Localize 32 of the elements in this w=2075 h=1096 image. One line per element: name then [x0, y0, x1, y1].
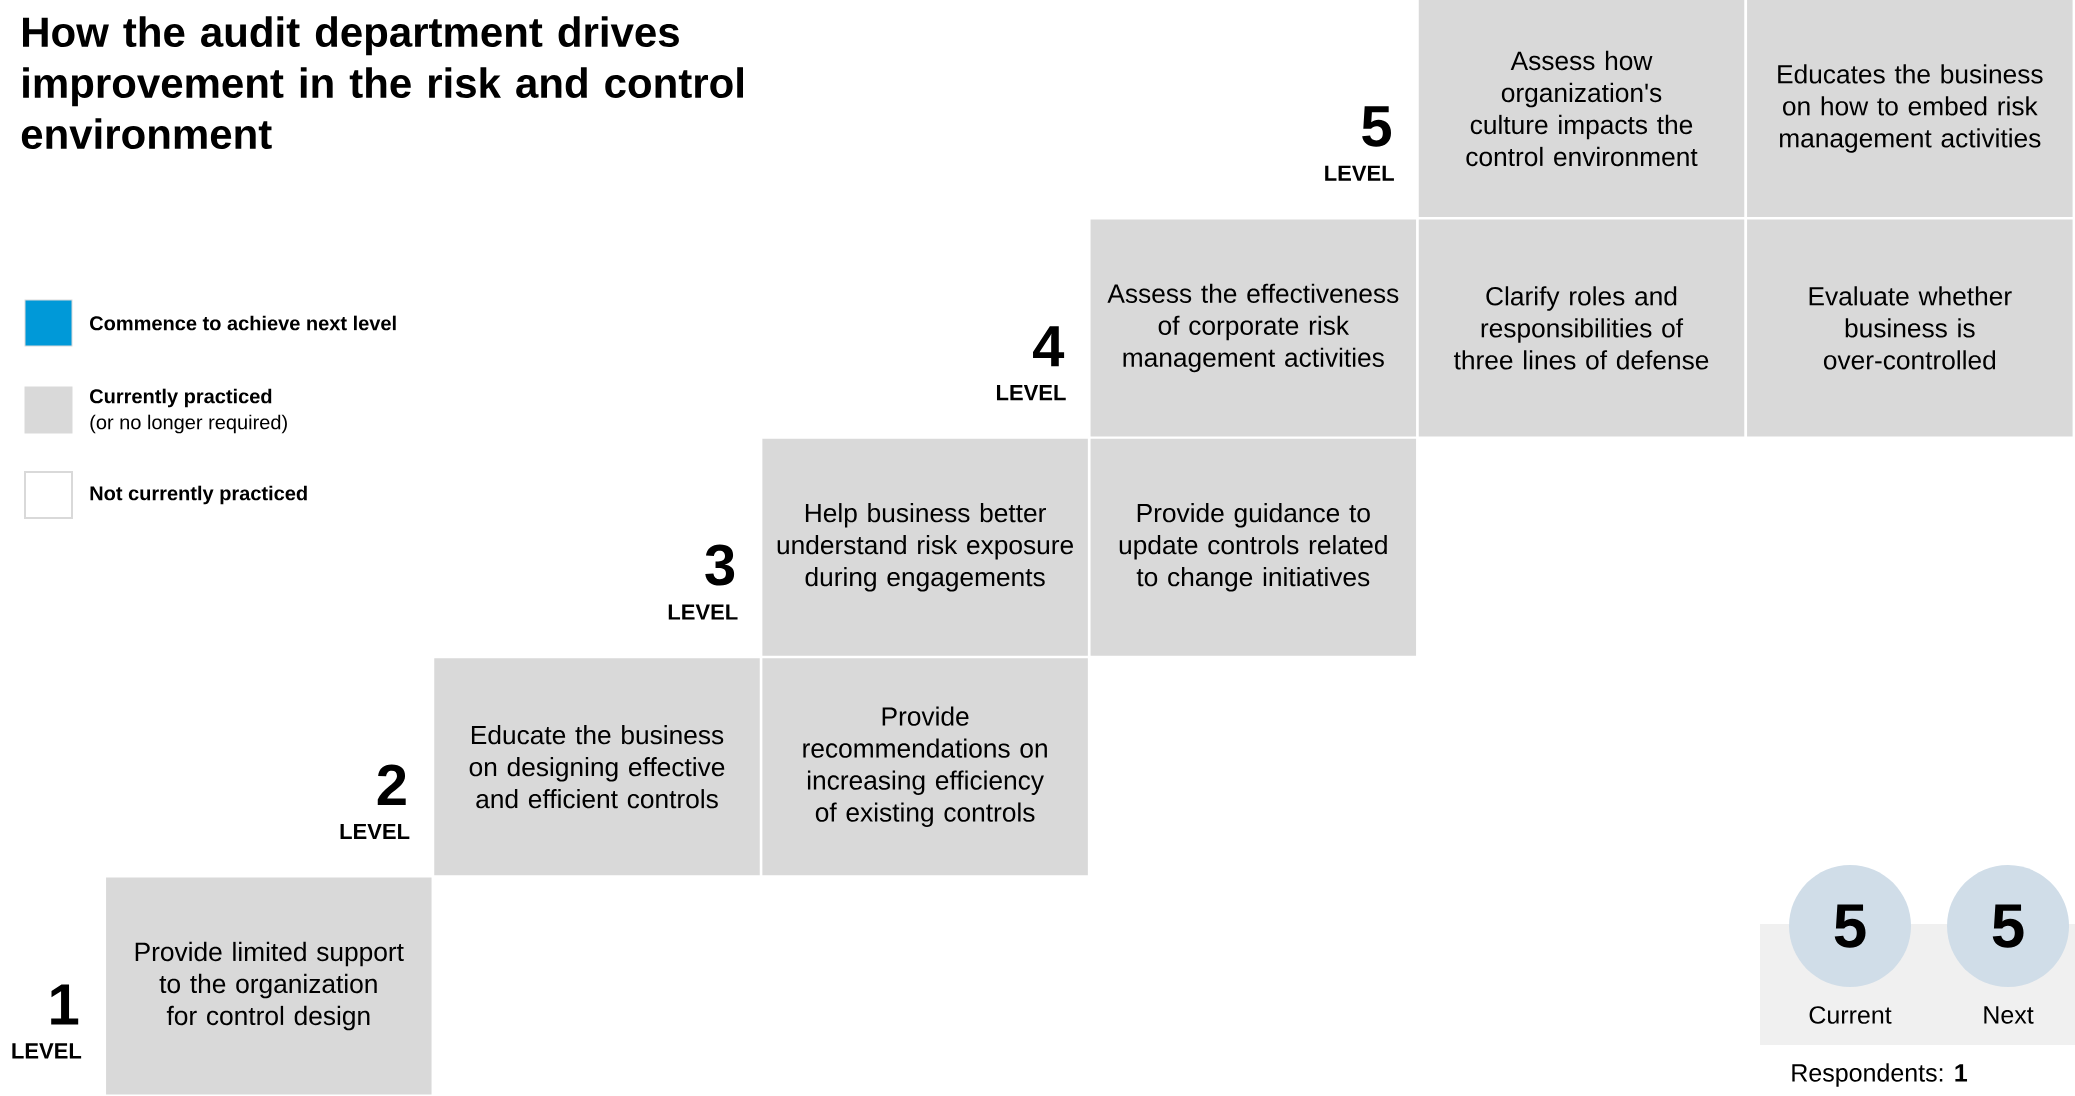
level-label: LEVEL: [1325, 165, 1394, 181]
practice-cell: Educate the business on designing effective and efficient controls: [434, 658, 760, 876]
level-number: 4: [1033, 326, 1065, 367]
practice-cell: Provide limited support to the organization for control design: [106, 877, 432, 1095]
level-number: 2: [377, 764, 406, 805]
practice-cell: Assess the effectiveness of corporate risk management activities: [1090, 219, 1417, 437]
node-label: Provide guidance to update controls related to change initiatives: [1119, 503, 1387, 592]
legend-text: Not currently practiced: [90, 485, 307, 505]
circle-caption: Next: [1984, 1006, 2034, 1024]
level-label: LEVEL: [997, 385, 1066, 401]
level-number: 3: [705, 544, 735, 586]
level-label: LEVEL: [12, 1043, 82, 1059]
level-label: LEVEL: [340, 823, 410, 839]
practice-cell: Educates the business on how to embed risk management activities: [1747, 0, 2073, 217]
level-label: LEVEL: [668, 604, 738, 620]
node-label: Assess how organization's culture impacts the control environment: [1466, 50, 1698, 167]
practice-cell: Clarify roles and responsibilities of three lines of defense: [1418, 219, 1745, 437]
title: How the audit department drives improvement in the risk and control environment: [21, 16, 743, 150]
practice-cell: Help business better understand risk exposure during engagements: [762, 438, 1088, 656]
node-label: Assess the effectiveness of corporate risk management activities: [1107, 283, 1399, 373]
legend-text: Commence to achieve next level: [90, 315, 396, 331]
node-label: Evaluate whether business is over-controlled: [1809, 286, 2012, 370]
node-label: Clarify roles and responsibilities of three lines of defense: [1453, 286, 1709, 370]
practice-cell: Provide recommendations on increasing efficiency of existing controls: [762, 658, 1088, 876]
circle-caption: Current: [1809, 1006, 1892, 1024]
legend-text: Currently practiced: [90, 388, 272, 408]
practice-cell: Evaluate whether business is over-controlled: [1747, 219, 2073, 437]
practice-cell: Provide guidance to update controls related to change initiatives: [1090, 438, 1417, 656]
legend-note: (or no longer required): [90, 414, 287, 434]
respondents-count: Respondents: 1: [1792, 1063, 1968, 1087]
practice-cell: Assess how organization's culture impacts the control environment: [1418, 0, 1745, 217]
level-number: 5: [1362, 106, 1391, 147]
